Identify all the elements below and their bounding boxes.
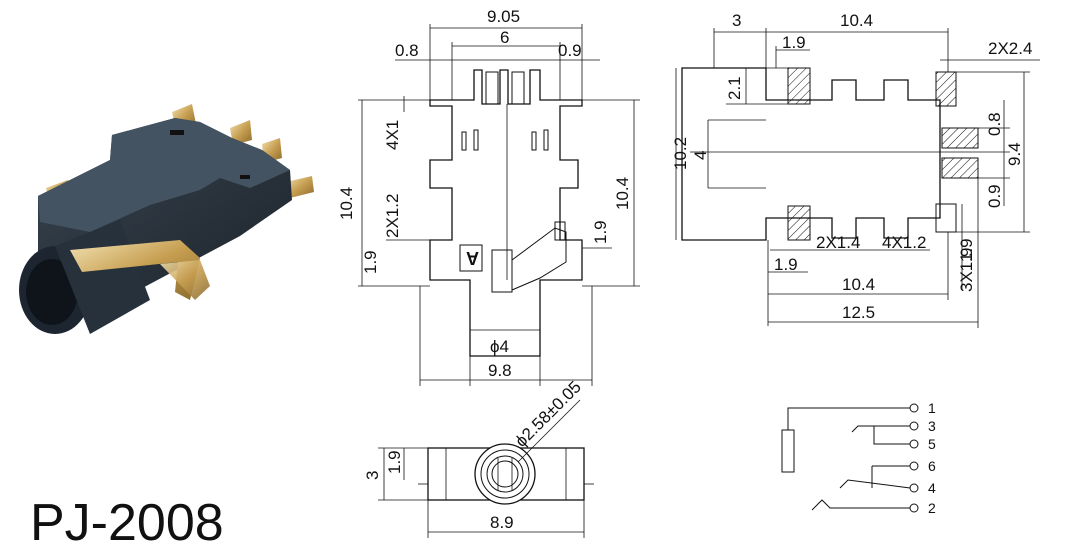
dim-inner-width: 6 <box>500 28 509 47</box>
dim-pad-pitch-small: 1.9 <box>957 238 976 262</box>
orientation-marker: A <box>466 248 479 268</box>
dim-jack-dia: ϕ4 <box>490 337 509 356</box>
dim-right-pad: 0.8 <box>985 112 1004 136</box>
dim-lower-small: 4X1.2 <box>882 233 926 252</box>
dim-top-span: 10.4 <box>840 11 873 30</box>
front-view: ϕ2.58±0.05 3 1.9 8.9 <box>363 377 594 538</box>
dim-pad-height: 2.1 <box>725 76 744 100</box>
pin-label-1: 1 <box>928 400 936 416</box>
dim-bottom-span: 10.4 <box>842 275 875 294</box>
dim-overall-length: 12.5 <box>842 303 875 322</box>
pin-label-4: 4 <box>928 480 936 496</box>
pin-label-2: 2 <box>928 500 936 516</box>
pin-label-5: 5 <box>928 436 936 452</box>
pin-schematic: 1 3 5 6 4 2 <box>781 400 936 516</box>
model-label: PJ-2008 <box>30 494 224 550</box>
dim-slots: 4X1 <box>383 120 402 150</box>
dim-right-span: 9.4 <box>1005 142 1024 166</box>
dim-pad-width: 1.9 <box>782 33 806 52</box>
dim-left-top: 3 <box>732 11 741 30</box>
pin-label-3: 3 <box>928 418 936 434</box>
dim-front-width: 8.9 <box>490 513 514 532</box>
dim-body-height: 4 <box>691 151 710 160</box>
dim-bottom-width: 9.8 <box>488 361 512 380</box>
dim-pads-right: 2X2.4 <box>988 39 1032 58</box>
dim-bore: ϕ2.58±0.05 <box>511 377 585 451</box>
dim-left-height: 10.4 <box>337 187 356 220</box>
dim-right-height: 10.4 <box>613 177 632 210</box>
dim-overall-height: 10.2 <box>671 137 690 170</box>
dim-lower-slots: 2X1.2 <box>383 194 402 238</box>
dim-right-offset: 0.9 <box>558 41 582 60</box>
jack-photo <box>19 104 314 334</box>
dim-bottom-left: 1.9 <box>774 255 798 274</box>
dim-left-bottom: 1.9 <box>361 250 380 274</box>
dim-front-height: 3 <box>363 471 382 480</box>
pin-label-6: 6 <box>928 458 936 474</box>
dim-left-offset: 0.8 <box>395 41 419 60</box>
dim-lower-pads: 2X1.4 <box>816 233 860 252</box>
dim-center-height: 1.9 <box>385 450 404 474</box>
dim-right-bottom: 1.9 <box>591 220 610 244</box>
dim-pitch: 3X1.9 <box>957 248 976 292</box>
footprint-view: 3 10.4 1.9 2.1 2X2.4 10.2 4 0.8 0.9 9.4 … <box>671 11 1040 328</box>
dim-overall-width: 9.05 <box>487 7 520 26</box>
dim-right-gap: 0.9 <box>985 184 1004 208</box>
top-view: A 9.05 6 0.8 0.9 10.4 4X1 2X1.2 1.9 10.4 <box>337 7 640 386</box>
